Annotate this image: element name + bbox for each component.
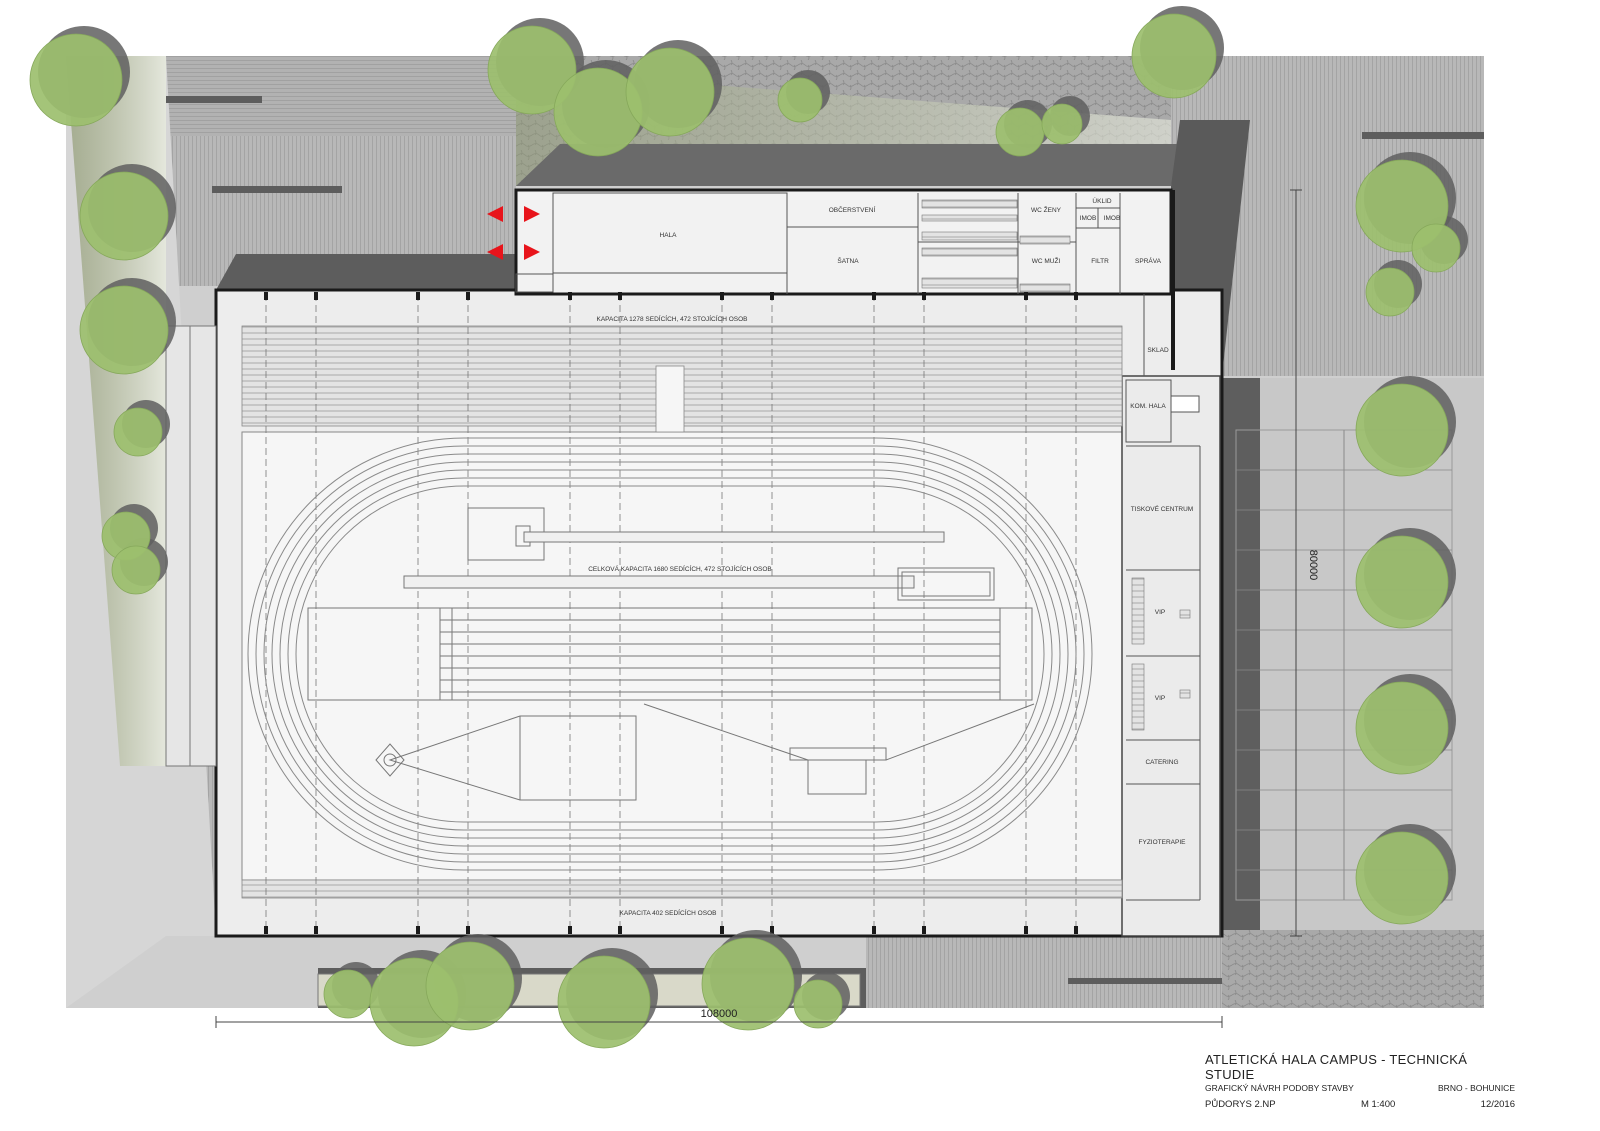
room-imob-1: IMOB	[1080, 215, 1097, 222]
trees	[29, 6, 1468, 1049]
room-obcerstveni: OBČERSTVENÍ	[829, 205, 876, 214]
capacity-total: CELKOVÁ KAPACITA 1680 SEDÍCÍCH, 472 STOJ…	[588, 564, 772, 573]
room-kom-hala: KOM. HALA	[1130, 403, 1166, 410]
title-subrow: GRAFICKÝ NÁVRH PODOBY STAVBY BRNO - BOHU…	[1205, 1083, 1515, 1093]
entrance-arrow-icon	[487, 206, 540, 260]
room-tiskove-centrum: TISKOVÉ CENTRUM	[1131, 504, 1193, 513]
running-track	[247, 437, 1093, 871]
drawing-date: 12/2016	[1480, 1099, 1515, 1110]
drawing-name: PŮDORYS 2.NP	[1205, 1099, 1276, 1110]
drawing-title: ATLETICKÁ HALA CAMPUS - TECHNICKÁ STUDIE	[1205, 1052, 1468, 1082]
title-inforow: PŮDORYS 2.NP M 1:400 12/2016	[1205, 1099, 1515, 1110]
dimension-depth: 80000	[1307, 550, 1319, 581]
infield-elements	[307, 507, 1035, 801]
room-sklad: SKLAD	[1147, 347, 1169, 354]
room-fyzioterapie: FYZIOTERAPIE	[1139, 839, 1187, 846]
room-uklid: ÚKLID	[1092, 196, 1111, 205]
north-wing-rooms	[515, 192, 1121, 294]
room-vip-1: VIP	[1155, 609, 1165, 616]
capacity-south: KAPACITA 402 SEDÍCÍCH OSOB	[620, 908, 717, 917]
room-imob-2: IMOB	[1104, 215, 1121, 222]
drawing-scale: M 1:400	[1360, 1099, 1396, 1110]
title-block: ATLETICKÁ HALA CAMPUS - TECHNICKÁ STUDIE…	[1205, 1052, 1515, 1110]
capacity-north: KAPACITA 1278 SEDÍCÍCH, 472 STOJÍCÍCH OS…	[597, 314, 748, 323]
room-sprava: SPRÁVA	[1135, 256, 1162, 265]
wc-fixtures	[921, 199, 1071, 293]
plan-labels: HALA OBČERSTVENÍ ŠATNA WC ŽENY WC MUŽI Ú…	[588, 196, 1193, 917]
room-catering: CATERING	[1145, 759, 1178, 766]
east-wing-rooms	[1125, 294, 1201, 901]
dimension-lines	[215, 189, 1302, 1028]
drawing-location: BRNO - BOHUNICE	[1438, 1083, 1515, 1093]
dimension-width: 108000	[701, 1008, 738, 1020]
north-grandstand	[241, 325, 1123, 433]
vip-seating	[1131, 577, 1191, 731]
west-ramp	[165, 325, 217, 767]
room-satna: ŠATNA	[837, 256, 859, 265]
drawing-subtitle: GRAFICKÝ NÁVRH PODOBY STAVBY	[1205, 1083, 1354, 1093]
room-wc-zeny: WC ŽENY	[1031, 205, 1062, 214]
room-hala: HALA	[660, 232, 678, 239]
room-filtr: FILTR	[1091, 258, 1109, 265]
south-grandstand	[241, 879, 1123, 899]
parking-lot	[1235, 429, 1453, 901]
room-vip-2: VIP	[1155, 695, 1165, 702]
main-building	[214, 188, 1224, 938]
room-wc-muzi: WC MUŽI	[1032, 256, 1061, 265]
